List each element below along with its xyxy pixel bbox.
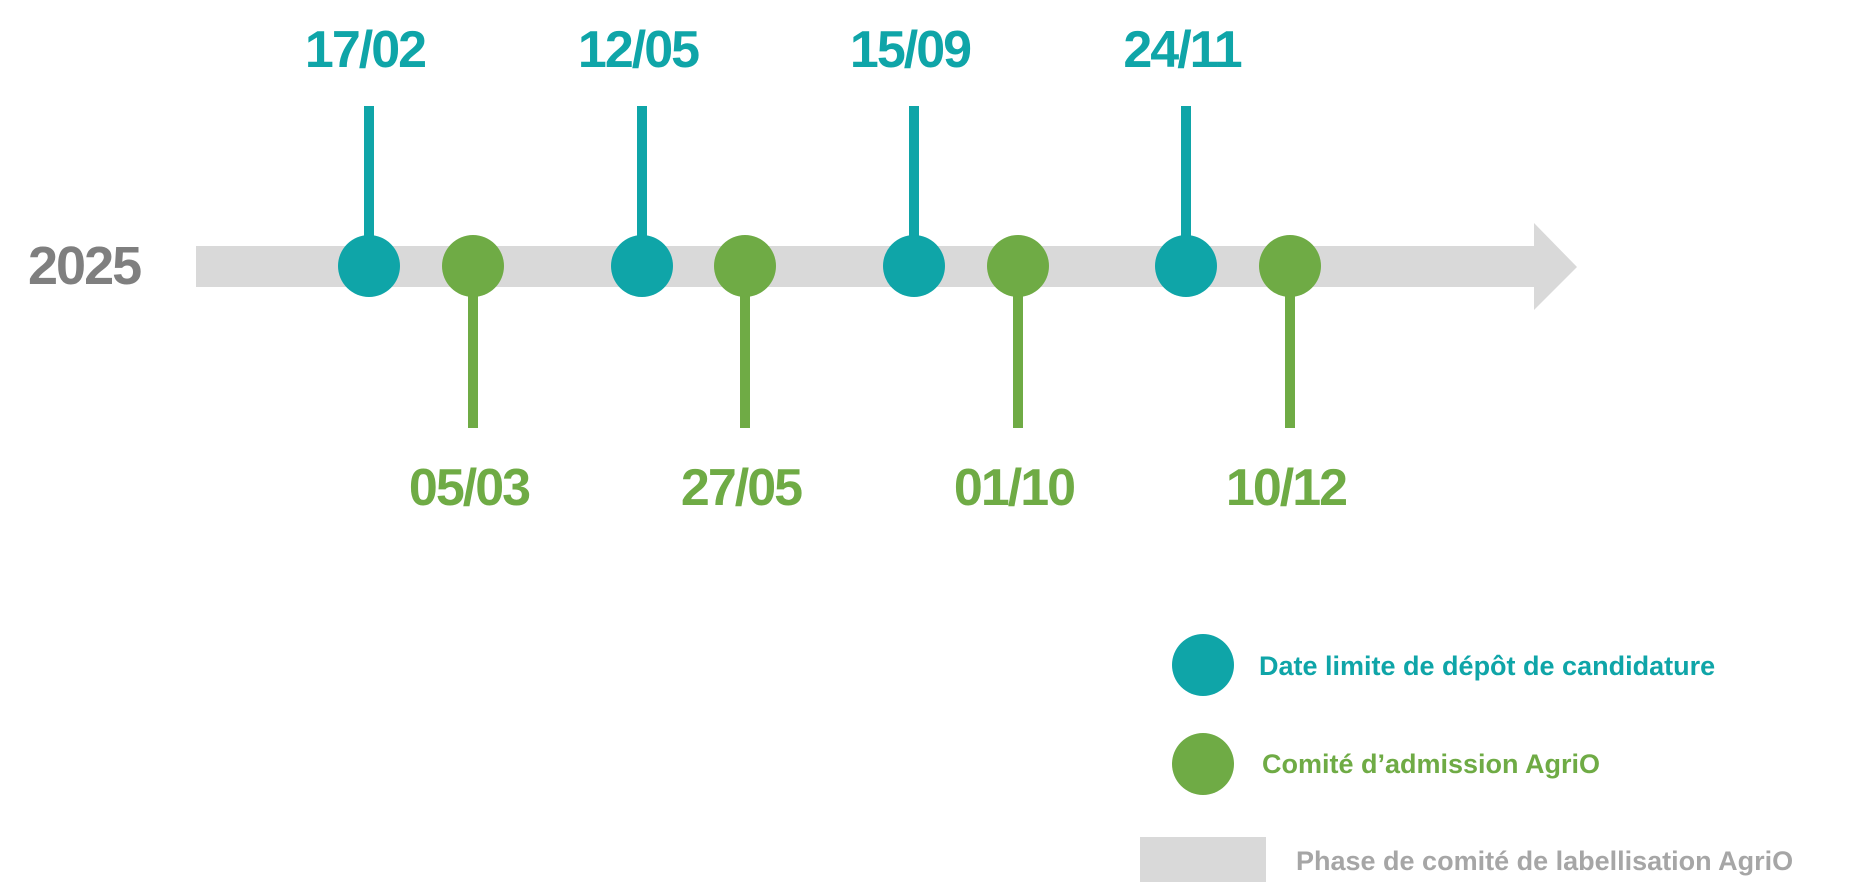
event-marker-committee — [987, 235, 1049, 297]
event-date-label: 15/09 — [850, 21, 970, 79]
event-date-label: 17/02 — [305, 21, 425, 79]
event-marker-deadline — [338, 235, 400, 297]
event-marker-deadline — [883, 235, 945, 297]
event-date-label: 12/05 — [578, 21, 699, 79]
event-marker-committee — [442, 235, 504, 297]
legend: Date limite de dépôt de candidature Comi… — [1140, 634, 1793, 882]
timeline-arrow-head — [1534, 223, 1577, 310]
legend-committee-label: Comité d’admission AgriO — [1262, 749, 1600, 779]
event-marker-deadline — [611, 235, 673, 297]
year-label: 2025 — [28, 236, 141, 296]
legend-phase-swatch — [1140, 837, 1266, 882]
timeline-events: 17/02 05/03 12/05 27/05 15/09 01/10 24/11 10/12 — [305, 21, 1348, 517]
legend-committee-marker — [1172, 733, 1234, 795]
event-date-label: 24/11 — [1123, 21, 1241, 79]
legend-deadline-label: Date limite de dépôt de candidature — [1259, 651, 1715, 681]
event-date-label: 01/10 — [954, 459, 1074, 517]
legend-deadline-marker — [1172, 634, 1234, 696]
event-marker-committee — [714, 235, 776, 297]
event-date-label: 27/05 — [681, 459, 802, 517]
event-marker-deadline — [1155, 235, 1217, 297]
event-marker-committee — [1259, 235, 1321, 297]
event-date-label: 10/12 — [1226, 459, 1346, 517]
event-date-label: 05/03 — [409, 459, 530, 517]
legend-phase-label: Phase de comité de labellisation AgriO — [1296, 846, 1793, 876]
